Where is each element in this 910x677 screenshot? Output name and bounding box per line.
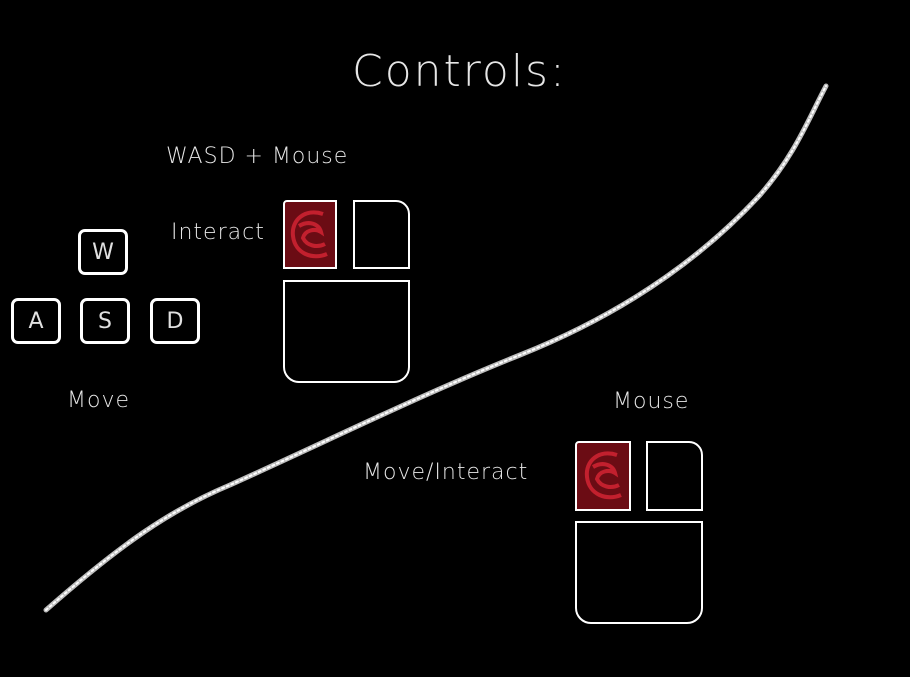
wasd-mouse-heading: WASD + Mouse bbox=[166, 144, 349, 169]
right-mouse-button-icon bbox=[646, 441, 703, 511]
mouse-heading: Mouse bbox=[613, 389, 690, 414]
page-title: Controls: bbox=[352, 46, 567, 97]
interact-label: Interact bbox=[171, 220, 265, 245]
move-label: Move bbox=[67, 388, 130, 413]
left-mouse-button-icon bbox=[283, 200, 337, 269]
mouse-diagram-1 bbox=[283, 200, 410, 383]
key-w: W bbox=[78, 229, 128, 275]
mouse-diagram-2 bbox=[575, 441, 703, 624]
key-s: S bbox=[80, 298, 130, 344]
right-mouse-button-icon bbox=[353, 200, 410, 269]
click-scribble-icon bbox=[290, 210, 328, 259]
left-mouse-button-icon bbox=[575, 441, 631, 511]
key-a: A bbox=[11, 298, 61, 344]
mouse-body-icon bbox=[283, 280, 410, 383]
move-interact-label: Move/Interact bbox=[363, 460, 529, 485]
mouse-body-icon bbox=[575, 521, 703, 624]
click-scribble-icon bbox=[584, 451, 622, 500]
key-d: D bbox=[150, 298, 200, 344]
